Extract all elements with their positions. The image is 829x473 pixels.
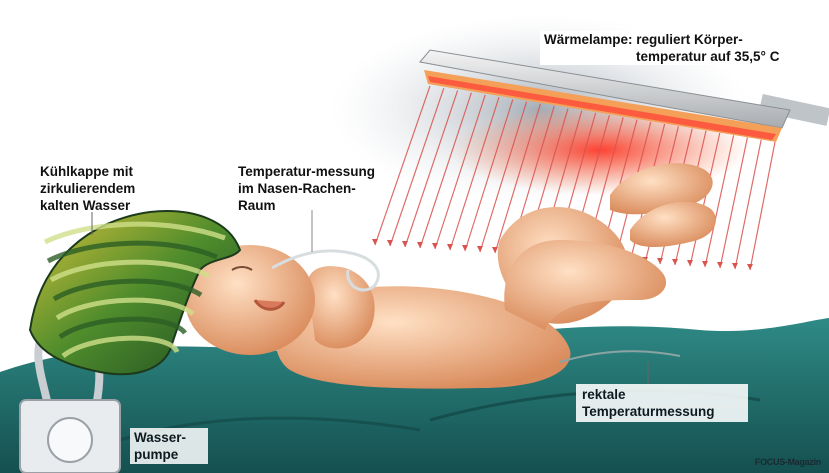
heat-ray — [750, 142, 775, 270]
magazine-credit: FOCUS-Magazin — [755, 457, 821, 467]
baby-arm — [307, 266, 374, 348]
heat-ray-arrowhead — [372, 239, 378, 245]
heat-ray-arrowhead — [462, 245, 468, 251]
heat-ray-arrowhead — [492, 247, 498, 253]
heat-ray-arrowhead — [417, 242, 423, 248]
heat-ray-arrowhead — [732, 263, 738, 269]
heat-ray-arrowhead — [657, 258, 663, 264]
heat-ray-arrowhead — [447, 244, 453, 250]
heat-ray-arrowhead — [402, 241, 408, 247]
heat-ray-arrowhead — [672, 259, 678, 265]
heat-lamp-label-line2: temperatur auf 35,5° C — [544, 48, 779, 65]
nasal-temperature-label: Temperatur-messung im Nasen-Rachen-Raum — [238, 163, 388, 214]
heat-ray-arrowhead — [432, 243, 438, 249]
heat-ray-arrowhead — [717, 262, 723, 268]
heat-ray-arrowhead — [702, 261, 708, 267]
heat-ray-arrowhead — [687, 260, 693, 266]
cooling-cap-label: Kühlkappe mit zirkulierendem kalten Wass… — [40, 163, 170, 214]
rectal-temperature-label: rektale Temperaturmessung — [576, 384, 748, 422]
heat-ray-arrowhead — [387, 240, 393, 246]
water-pump-label: Wasser-pumpe — [130, 428, 208, 464]
heat-lamp-label: Wärmelampe: reguliert Körper- temperatur… — [540, 31, 783, 65]
heat-ray-arrowhead — [477, 246, 483, 252]
pump-dial — [48, 418, 92, 462]
heat-lamp-label-line1: Wärmelampe: reguliert Körper- — [544, 31, 779, 48]
heat-ray-arrowhead — [747, 264, 753, 270]
